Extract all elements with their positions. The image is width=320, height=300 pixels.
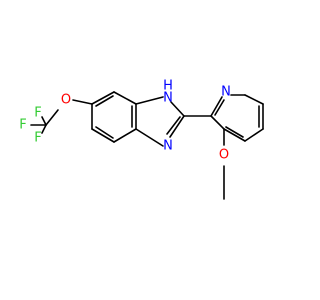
bond-pyridine-c6-c5 [244, 94, 264, 105]
fluorine-left-label: F [19, 118, 26, 133]
bond-pyridine-c2-n-double [214, 99, 225, 116]
fluorine-bottom-label: F [34, 131, 41, 146]
bond-benzene-b [113, 91, 137, 105]
bond-benzene-double-c [95, 126, 114, 139]
bond-imidazole-c2-n3-double [166, 116, 181, 135]
bond-imidazole-nh-c2 [170, 101, 185, 117]
bond-imidazole-nh-c7a [135, 96, 164, 105]
bond-pyridine-c2-n [210, 96, 223, 117]
bond-cf3-f-bottom [41, 124, 47, 134]
oxygen-trifluoromethoxy-label: O [61, 93, 71, 108]
nitrogen-imine-label: N [163, 139, 173, 154]
molecule-structure: F F F O N H N N O [19, 79, 264, 200]
fluorine-top-label: F [34, 106, 41, 121]
bond-cf3-f-top [41, 116, 47, 126]
nitrogen-nh-label: N [163, 91, 173, 106]
bond-cf3-o [45, 109, 59, 126]
atom-labels: F F F O N H N N O [19, 79, 231, 163]
bond-pyridine-c2-c3 [210, 115, 225, 130]
bond-pyridine-c3-c2 [223, 128, 246, 142]
bond-imidazole-n3-c3a [135, 128, 164, 147]
nitrogen-pyridine-label: N [221, 85, 231, 100]
bond-benzene-a [91, 91, 115, 105]
bond-lines [30, 91, 264, 200]
bond-imidazole-c2-n3 [169, 115, 185, 138]
bond-o-aryl [72, 99, 93, 105]
hydrogen-nh-label: H [163, 79, 173, 94]
bond-pyridine-c4-c3 [244, 128, 264, 142]
oxygen-methoxy-label: O [219, 148, 229, 163]
bond-pyridine-c3-c2-double [225, 126, 244, 138]
bond-benzene-e [91, 128, 115, 143]
bond-benzene-double-a [95, 95, 114, 107]
bond-benzene-d [113, 128, 137, 143]
